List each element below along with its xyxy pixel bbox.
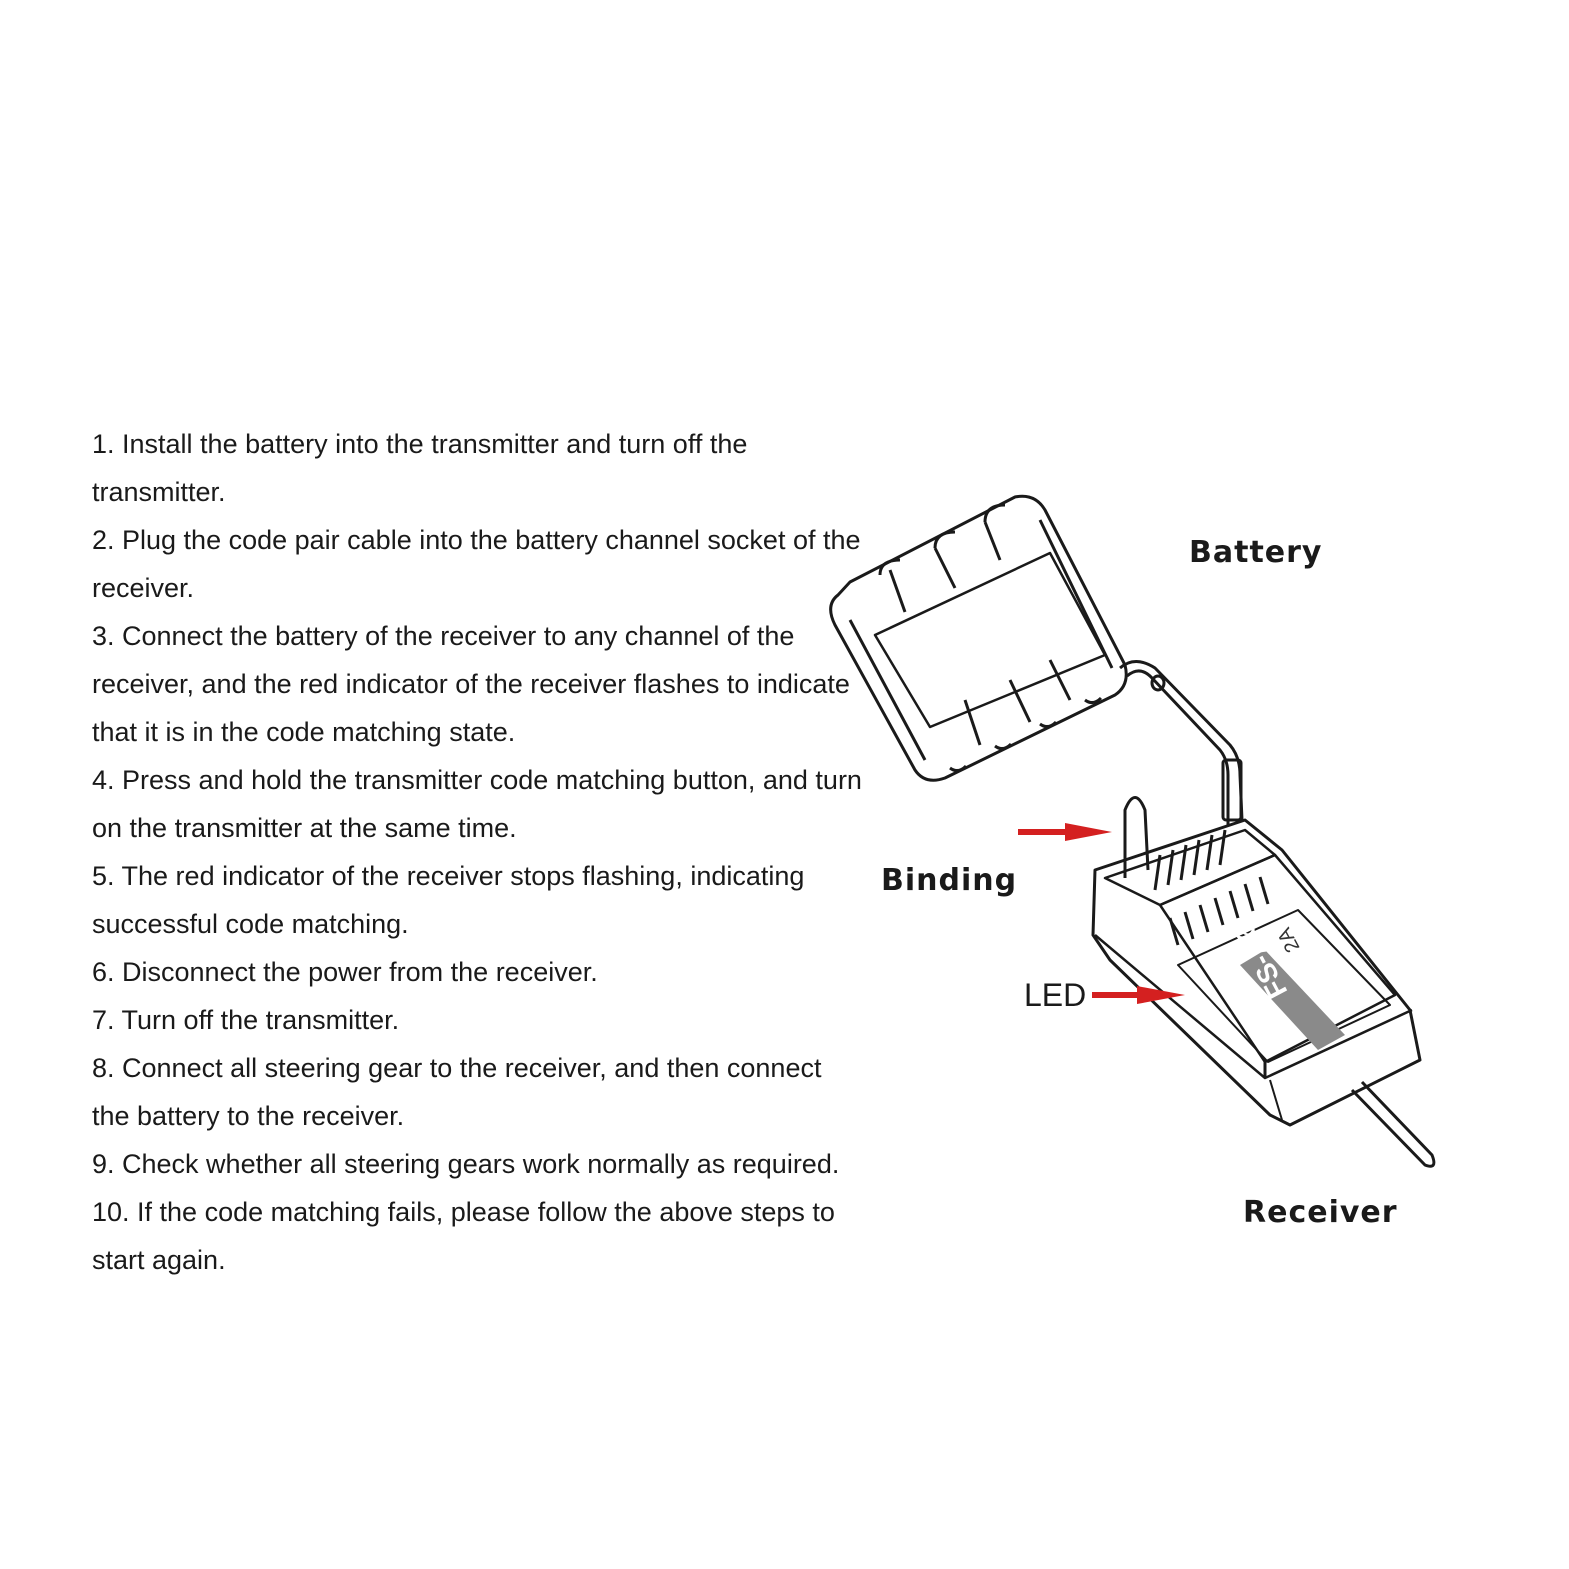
- step-5: 5. The red indicator of the receiver sto…: [92, 861, 805, 939]
- step-2: 2. Plug the code pair cable into the bat…: [92, 525, 861, 603]
- receiver-illustration: [1091, 796, 1436, 1168]
- led-arrow: [1092, 986, 1185, 1004]
- step-9: 9. Check whether all steering gears work…: [92, 1149, 840, 1179]
- step-8: 8. Connect all steering gear to the rece…: [92, 1053, 822, 1131]
- step-7: 7. Turn off the transmitter.: [92, 1005, 400, 1035]
- step-10: 10. If the code matching fails, please f…: [92, 1197, 835, 1275]
- receiver-rating-text: 2A: [1273, 923, 1304, 956]
- step-3: 3. Connect the battery of the receiver t…: [92, 621, 850, 747]
- instruction-steps: 1. Install the battery into the transmit…: [92, 420, 862, 1284]
- binding-arrow: [1018, 823, 1112, 841]
- step-4: 4. Press and hold the transmitter code m…: [92, 765, 862, 843]
- led-label: LED: [1024, 977, 1086, 1013]
- receiver-model-band: [1240, 950, 1345, 1050]
- battery-cable: [1119, 660, 1244, 825]
- receiver-label: Receiver: [1243, 1195, 1398, 1230]
- battery-pack-illustration: [829, 494, 1128, 782]
- binding-label: Binding: [881, 863, 1017, 898]
- battery-label: Battery: [1189, 535, 1323, 570]
- step-6: 6. Disconnect the power from the receive…: [92, 957, 598, 987]
- step-1: 1. Install the battery into the transmit…: [92, 429, 748, 507]
